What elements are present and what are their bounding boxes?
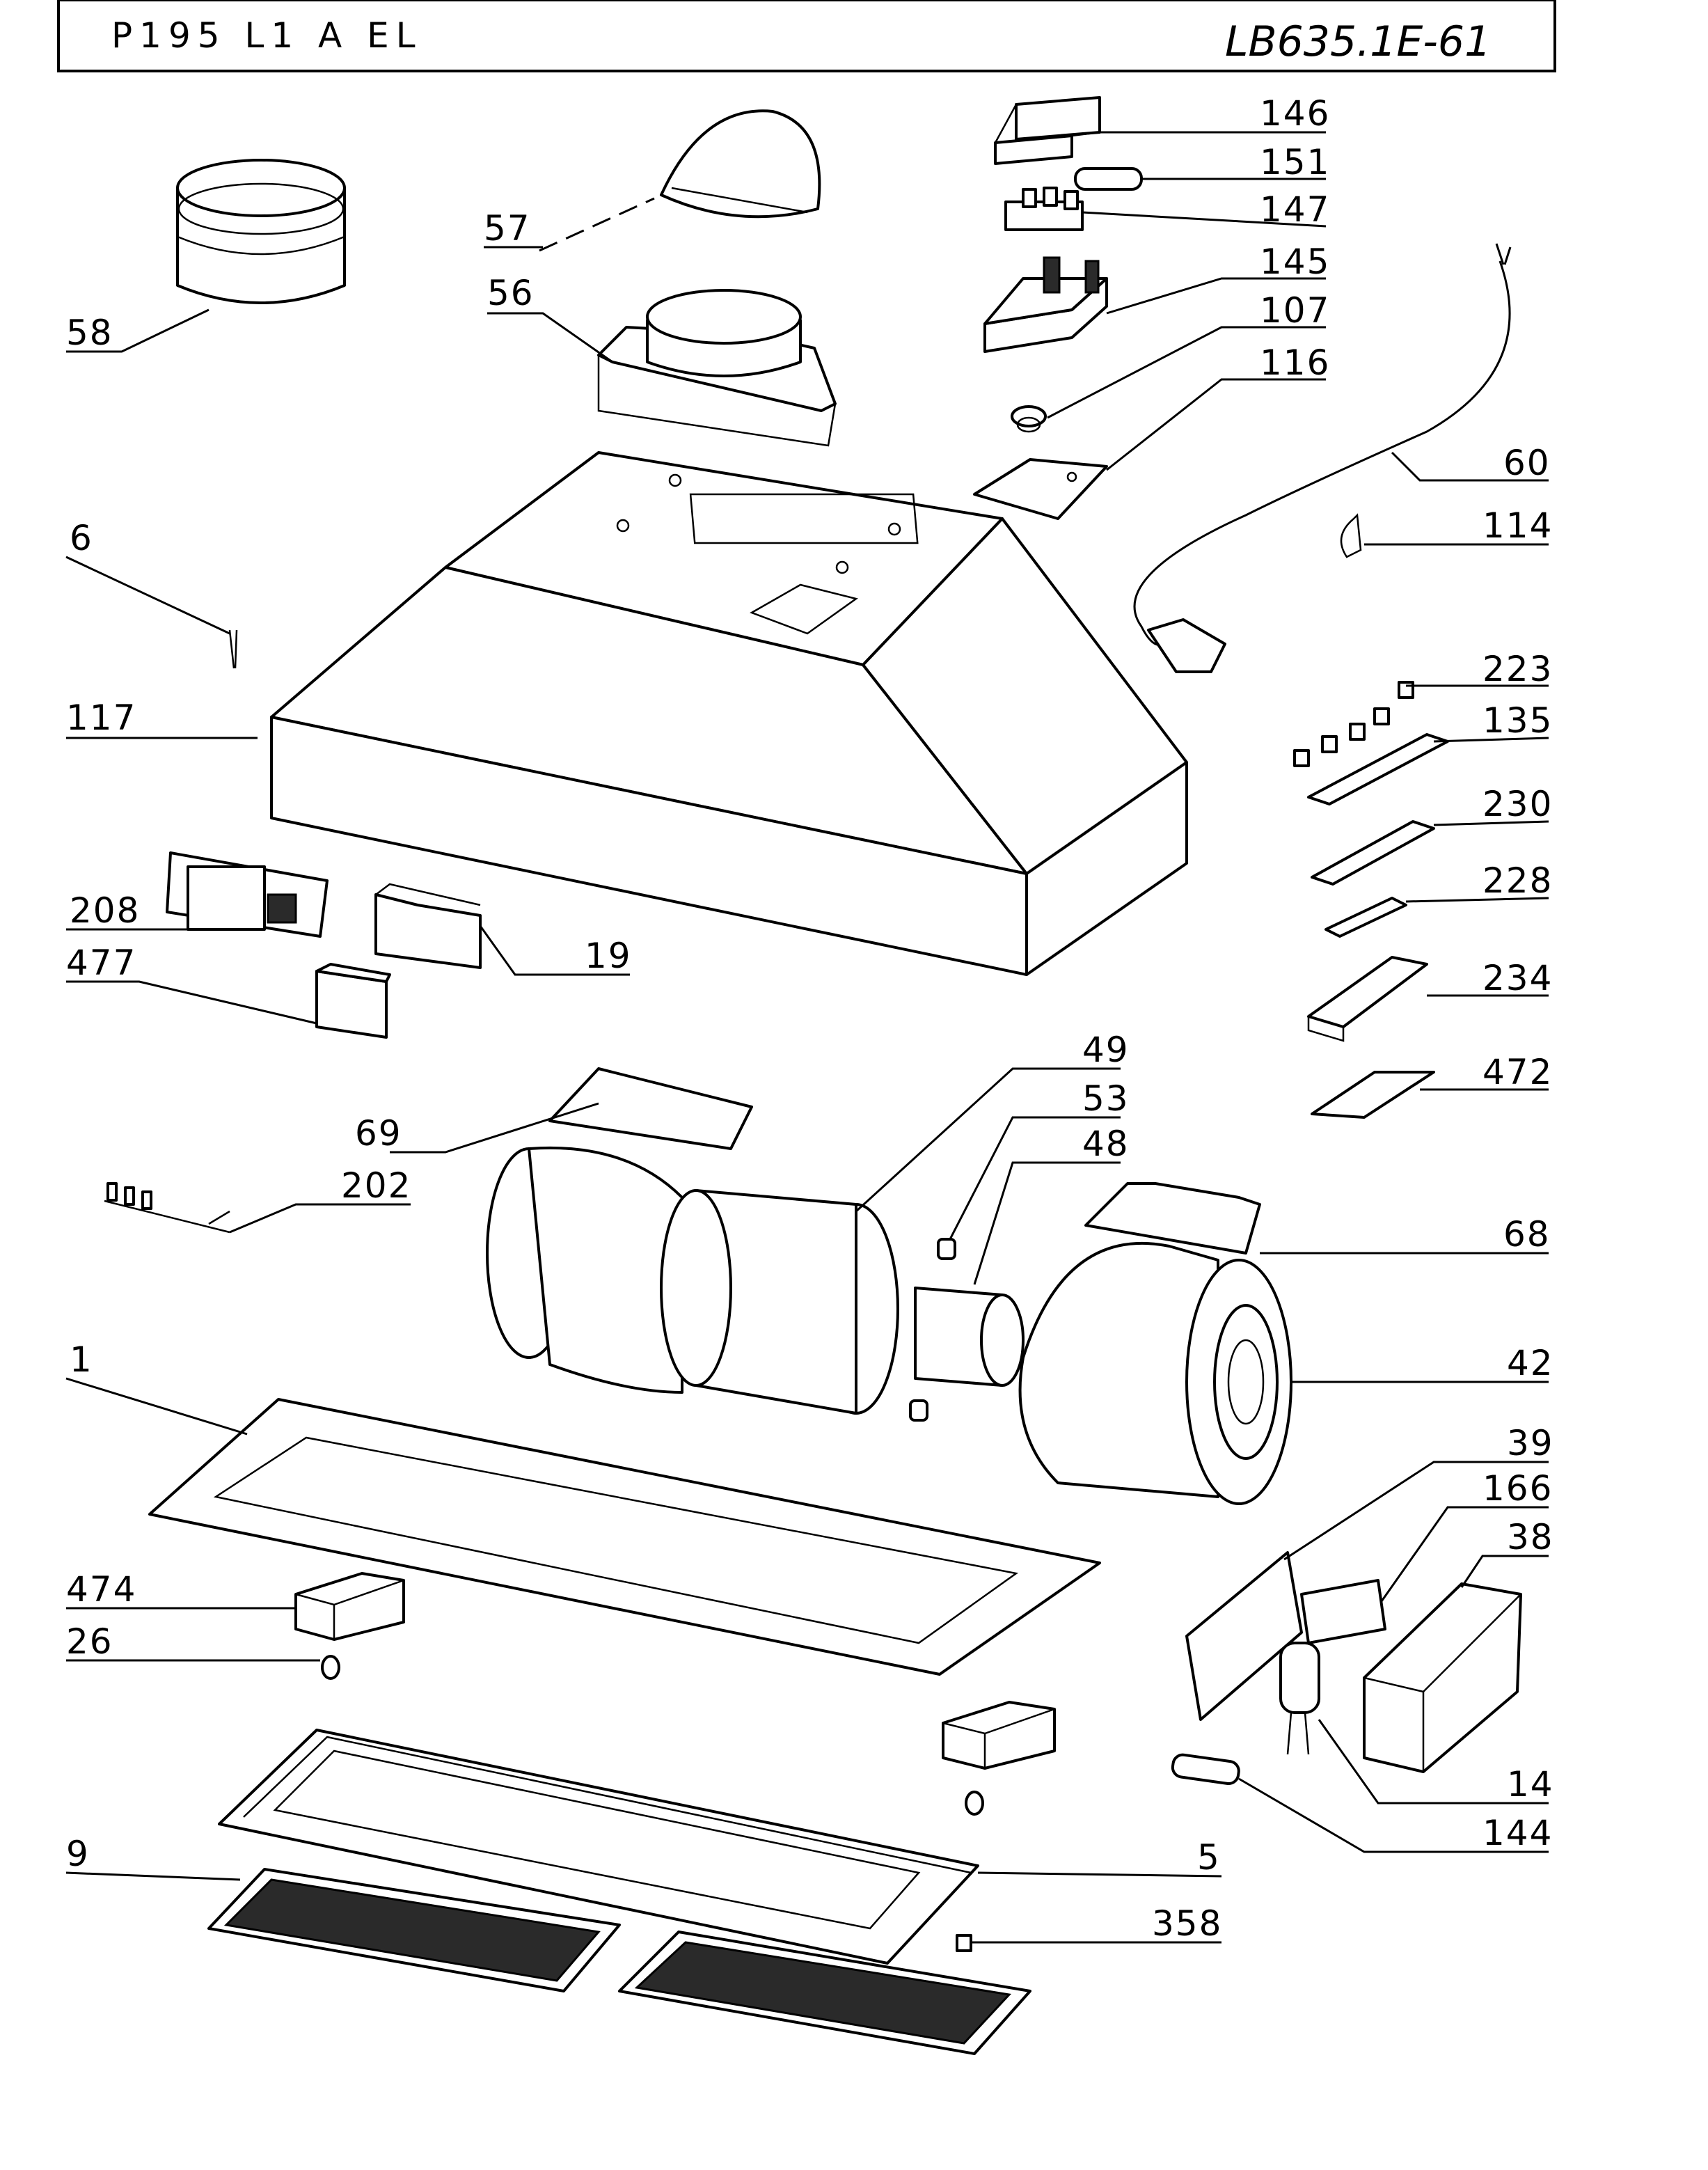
label-107: 107 [1260,290,1330,331]
label-147: 147 [1260,189,1330,230]
part-49-impeller [660,1189,899,1415]
label-208: 208 [70,890,140,931]
part-474-lamp-housing [294,1572,405,1641]
part-208-transformer [166,851,329,938]
label-42: 42 [1507,1343,1554,1383]
part-146-switch-cover [994,96,1101,165]
label-68: 68 [1503,1214,1551,1255]
part-19-cover [374,883,482,969]
label-234: 234 [1482,958,1553,998]
part-116-plate [973,458,1108,520]
part-56-duct-adapter [597,289,837,447]
label-57: 57 [484,208,531,249]
part-472-bracket [1311,1071,1435,1119]
part-474-lamp-housing-right [942,1701,1056,1770]
part-26-bulb [321,1655,984,1816]
part-228-pcb [1325,897,1407,938]
label-5: 5 [1197,1837,1221,1878]
part-223-knobs [1293,681,1414,767]
drawing-code: LB635.1E-61 [1225,17,1491,66]
label-69: 69 [355,1113,402,1154]
header-frame: P195 L1 A EL LB635.1E-61 [57,0,1556,72]
label-6: 6 [70,518,93,558]
label-39: 39 [1507,1423,1554,1463]
label-49: 49 [1082,1030,1130,1070]
label-19: 19 [585,936,632,976]
label-9: 9 [66,1834,90,1874]
part-230-panel-frame [1311,820,1435,886]
label-48: 48 [1082,1124,1130,1164]
label-472: 472 [1482,1052,1553,1092]
label-58: 58 [66,313,113,353]
label-14: 14 [1507,1764,1554,1805]
label-60: 60 [1503,443,1551,483]
part-477-box [315,963,391,1039]
part-166-perforated-cover [1300,1579,1386,1644]
part-38-capacitor-box [1363,1582,1522,1773]
part-14-capacitor [1279,1642,1320,1755]
part-114-clip [1340,513,1362,558]
label-114: 114 [1482,505,1553,546]
part-145-switch-module [983,256,1108,353]
part-144-link [1171,1753,1240,1785]
label-53: 53 [1082,1078,1130,1119]
label-56: 56 [487,273,535,313]
part-9-grease-filter-left [207,1868,621,1992]
part-6-clip [228,629,238,669]
label-145: 145 [1260,242,1330,282]
part-57-dome-cap [660,109,821,219]
part-117-hood-body [270,451,1188,976]
leader-lines [65,131,1549,1944]
model-code: P195 L1 A EL [111,15,422,56]
part-69-left-housing [486,1067,753,1394]
label-202: 202 [341,1165,411,1206]
part-9-grease-filter-right [618,1931,1031,2055]
label-135: 135 [1482,700,1553,741]
label-477: 477 [66,943,136,983]
part-5-filter-frame [218,1729,979,1965]
part-58-duct-collar [176,159,346,304]
part-42-intake-grille [1213,1304,1279,1460]
label-117: 117 [66,698,136,738]
part-151-bar [1074,167,1143,191]
label-223: 223 [1482,649,1553,689]
label-358: 358 [1152,1903,1222,1944]
part-60-power-cord [1133,243,1512,673]
label-38: 38 [1507,1517,1554,1557]
part-147-terminal-block [1004,187,1084,231]
label-146: 146 [1260,93,1330,134]
part-48-motor [914,1287,1025,1387]
part-202-harness [104,1182,230,1234]
part-1-gasket-plate [148,1398,1101,1676]
label-144: 144 [1482,1813,1553,1853]
part-53-bushing [909,1238,956,1422]
label-230: 230 [1482,784,1553,824]
label-1: 1 [70,1339,93,1380]
label-228: 228 [1482,860,1553,901]
callout-labels: 146 151 147 145 107 116 60 114 223 135 2… [66,93,1554,1944]
label-116: 116 [1260,343,1330,383]
label-151: 151 [1260,142,1330,182]
label-26: 26 [66,1621,113,1662]
label-474: 474 [66,1569,136,1610]
part-234-channel [1307,956,1428,1042]
part-107-grommet [1011,405,1047,433]
part-358-clip [956,1934,972,1952]
label-166: 166 [1482,1468,1553,1509]
part-39-board [1185,1551,1303,1721]
